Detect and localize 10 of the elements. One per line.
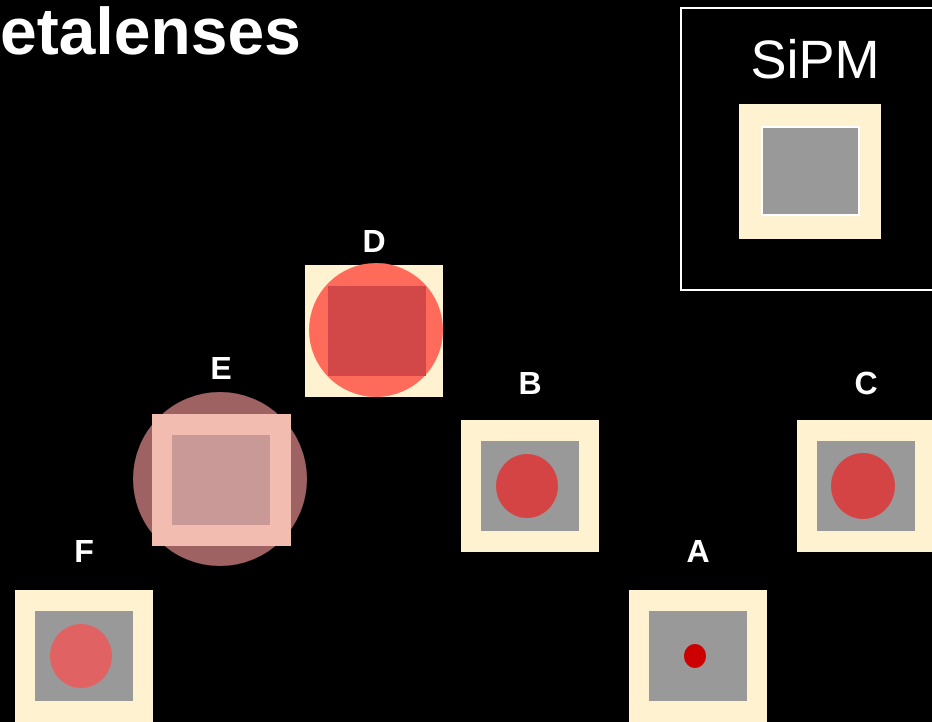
inset-panel bbox=[680, 7, 932, 291]
sensor-drawing bbox=[739, 104, 881, 239]
sensor-letter: E bbox=[209, 352, 233, 384]
sensor-letter: C bbox=[853, 367, 879, 399]
sensor-letter: A bbox=[685, 535, 711, 567]
title: etalenses bbox=[0, 0, 301, 64]
sensor-letter: B bbox=[517, 367, 543, 399]
panel-heading: SiPM bbox=[749, 33, 880, 87]
sensor-letter: D bbox=[361, 225, 387, 257]
sensor-letter: F bbox=[73, 535, 95, 567]
